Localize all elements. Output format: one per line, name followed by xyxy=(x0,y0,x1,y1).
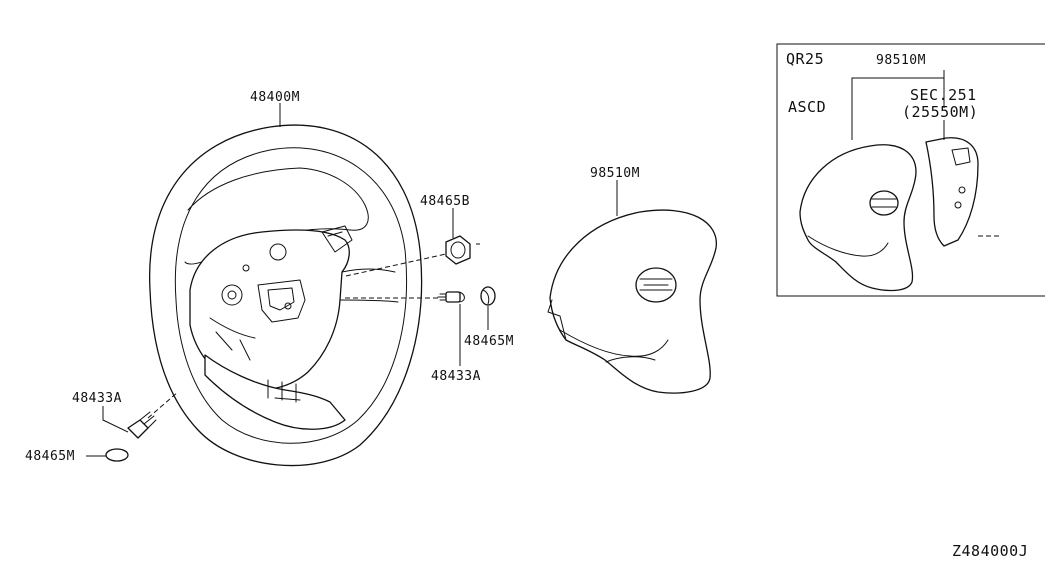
alignment-lines xyxy=(147,243,480,419)
airbag-cover xyxy=(549,209,717,394)
inset-airbag xyxy=(799,144,917,292)
inset-emblem xyxy=(869,190,899,216)
nissan-emblem-bars xyxy=(639,278,673,291)
hub-boss-center xyxy=(227,290,237,300)
label-steering-wheel: 48400M xyxy=(250,90,300,105)
hub-hole-small xyxy=(242,264,250,272)
lower-spoke xyxy=(204,354,346,430)
hub-bracket xyxy=(257,279,306,323)
hub-hole xyxy=(269,243,287,261)
hub-rib xyxy=(209,317,256,361)
leader-lines xyxy=(86,103,618,457)
airbag-cover-edge xyxy=(559,329,669,363)
inset-switch-button xyxy=(951,147,971,166)
label-engine: QR25 xyxy=(786,50,824,68)
label-bolt-48433a-left: 48433A xyxy=(72,391,122,406)
hub-bracket-inner xyxy=(267,287,295,311)
inset-switch-knob xyxy=(958,186,966,194)
label-inset-airbag: 98510M xyxy=(876,53,926,68)
inset-leader-bracket xyxy=(851,77,945,140)
lower-spoke-detail xyxy=(267,379,301,403)
cap-48465m-left[interactable] xyxy=(105,448,129,462)
airbag-cover-lip xyxy=(547,299,567,341)
bolt-48433a-right[interactable] xyxy=(437,291,465,303)
steering-wheel-assembly[interactable] xyxy=(148,124,423,467)
label-nut-48465b: 48465B xyxy=(420,194,470,209)
airbag-module[interactable] xyxy=(547,209,717,394)
label-ascd: ASCD xyxy=(788,98,826,116)
cap-48465m-right[interactable] xyxy=(480,286,496,306)
label-cap-48465m-left: 48465M xyxy=(25,449,75,464)
switch-mount-upper xyxy=(321,225,353,253)
inset-airbag-edge xyxy=(807,235,889,257)
hub-hole-small-2 xyxy=(284,302,292,310)
right-spoke xyxy=(339,268,399,303)
inset-emblem-bars xyxy=(871,198,897,208)
label-bolt-48433a-right: 48433A xyxy=(431,369,481,384)
label-airbag-main: 98510M xyxy=(590,166,640,181)
label-section-ref: SEC.251 xyxy=(910,86,977,104)
diagram-id: Z484000J xyxy=(952,542,1028,560)
steering-wheel-rim-inner xyxy=(174,147,408,444)
inset-panel xyxy=(776,43,1045,297)
bolt-48433a-left[interactable] xyxy=(127,411,157,439)
inset-ascd-switch xyxy=(925,137,979,247)
label-switch-part: (25550M) xyxy=(902,103,978,121)
label-cap-48465m-right: 48465M xyxy=(464,334,514,349)
inset-border xyxy=(776,43,1045,297)
nut-48465b[interactable] xyxy=(445,235,471,265)
hub-boss xyxy=(221,284,243,306)
inset-switch-knob-2 xyxy=(954,201,962,209)
